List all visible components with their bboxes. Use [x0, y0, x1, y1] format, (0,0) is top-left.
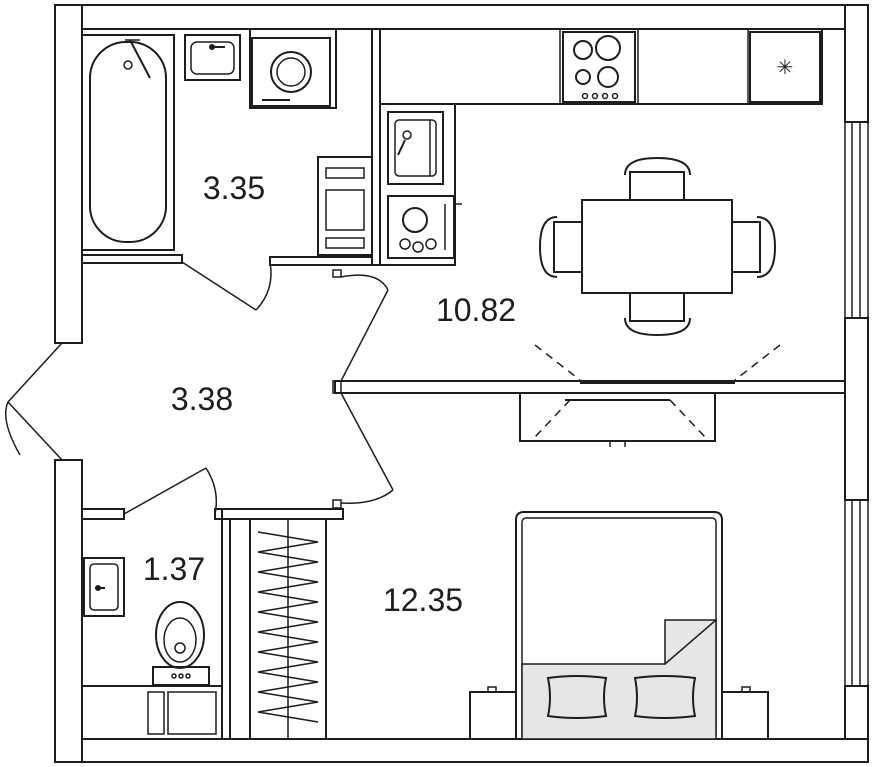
toilet-wall-top-left: [81, 508, 125, 520]
window-bedroom: [844, 499, 869, 687]
bathroom-cabinet: [317, 156, 373, 256]
left-wall-top: [54, 4, 83, 344]
kitchen-side-counter: [379, 103, 462, 266]
windows: [844, 121, 869, 687]
area-bathroom: 3.35: [203, 170, 265, 206]
bathroom-sink: [184, 34, 241, 81]
area-toilet: 1.37: [143, 551, 205, 587]
right-wall-top: [844, 4, 869, 123]
entrance-door: [5, 342, 70, 461]
area-hallway: 3.38: [171, 381, 233, 417]
stove: [562, 31, 636, 103]
top-wall: [54, 4, 869, 30]
toilet-wall-right: [221, 518, 231, 740]
svg-text:✳: ✳: [777, 55, 794, 79]
area-kitchen-living: 10.82: [436, 292, 516, 328]
room-labels: 3.35 3.38 10.82 1.37 12.35: [143, 170, 516, 618]
bottom-wall: [54, 738, 869, 763]
fridge: ✳: [749, 31, 821, 103]
outer-walls: [54, 4, 869, 763]
bath-wall-bottom-right: [269, 256, 379, 266]
area-bedroom: 12.35: [383, 582, 463, 618]
bed: [469, 511, 769, 740]
bath-wall-bottom-left: [81, 254, 183, 264]
washing-machine: [251, 37, 331, 107]
tv-panel: [519, 344, 781, 447]
kitchen-counter: [379, 28, 823, 105]
interior-doors: [123, 261, 394, 515]
dining-table: [538, 156, 777, 337]
window-kitchen: [844, 121, 869, 319]
bath-wall-right: [371, 28, 381, 266]
right-wall-middle: [844, 317, 869, 501]
bathtub: [81, 34, 175, 251]
left-wall-bottom: [54, 459, 83, 763]
toilet-fixtures: [81, 557, 223, 740]
wardrobe: [249, 518, 327, 740]
